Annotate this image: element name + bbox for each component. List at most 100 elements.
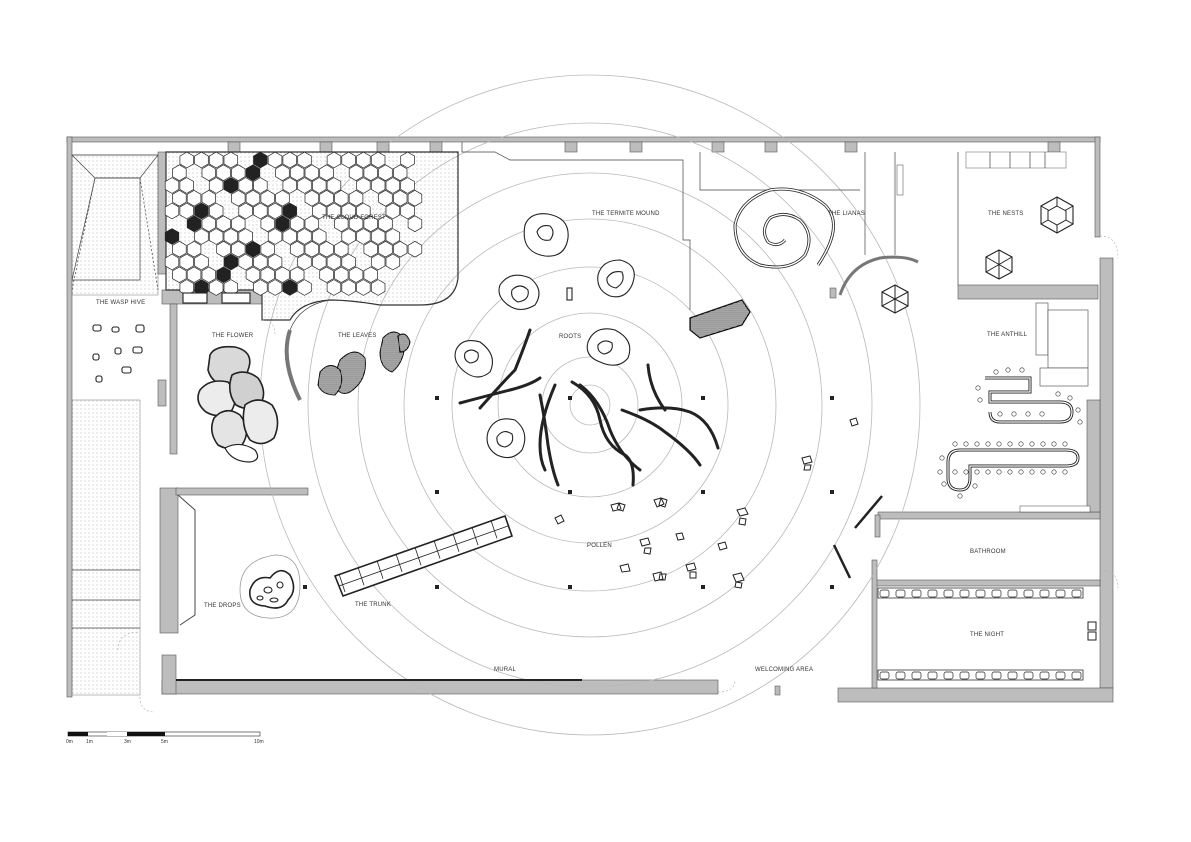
- cloud-hex-tile: [194, 151, 209, 169]
- nest-hexagon: [881, 284, 909, 314]
- anthill-seat: [1029, 441, 1035, 447]
- room-label-termite-mound: THE TERMITE MOUND: [592, 211, 660, 217]
- cloud-hex-tile: [223, 177, 239, 194]
- cloud-hex-tile: [326, 279, 342, 296]
- cloud-hex-tile: [312, 253, 327, 271]
- room-label-roots: ROOTS: [559, 334, 581, 340]
- cloud-hex-tile: [378, 240, 393, 258]
- cloud-hex-tile: [245, 266, 261, 284]
- cloud-hex-tile: [245, 189, 261, 207]
- cloud-hex-tile: [208, 279, 224, 296]
- cloud-hex-tile: [312, 228, 327, 245]
- scale-label: 0m: [66, 739, 73, 745]
- lianas-area: [733, 164, 919, 299]
- cloud-hex-tile: [172, 266, 187, 284]
- cloud-hex-tile: [370, 253, 386, 271]
- anthill-seat: [1051, 469, 1057, 475]
- cloud-hex-tile: [334, 189, 349, 207]
- room-label-leaves: THE LEAVES: [338, 333, 377, 339]
- cloud-hex-tile: [260, 189, 275, 207]
- night-bed-pod: [975, 589, 986, 598]
- cloud-hex-tile: [201, 215, 216, 233]
- cloud-hex-tile: [297, 279, 312, 296]
- cloud-hex-tile: [341, 228, 356, 245]
- anthill-seat: [1077, 419, 1083, 425]
- cloud-hex-tile: [260, 240, 275, 258]
- cloud-hex-tile: [297, 228, 312, 245]
- room-label-trunk: THE TRUNK: [355, 602, 391, 608]
- cloud-hex-tile: [297, 151, 312, 169]
- cloud-hex-tile: [194, 228, 209, 245]
- cloud-hex-tile: [267, 228, 283, 245]
- scale-label: 10m: [254, 739, 264, 745]
- termite-mound-walls: [461, 142, 896, 310]
- cloud-hex-tile: [194, 202, 209, 220]
- cloud-hex-tile: [253, 177, 268, 194]
- night-bed-pod: [1023, 671, 1034, 680]
- termite-platform: [689, 299, 751, 339]
- trunk-segment: [357, 567, 365, 586]
- night-bed-pod: [1007, 671, 1018, 680]
- night-bed-pod: [991, 671, 1002, 680]
- night-bed-pod: [911, 671, 922, 680]
- cloud-hex-tile: [393, 164, 408, 182]
- anthill-seat: [1011, 411, 1017, 417]
- cloud-hex-tile: [282, 279, 297, 296]
- cloud-hex-tile: [267, 151, 283, 169]
- cloud-hex-tile: [407, 240, 423, 258]
- trunk-segment: [338, 573, 346, 593]
- trunk-segment: [452, 533, 460, 552]
- cloud-hex-tile: [238, 202, 253, 220]
- cloud-hex-tile: [282, 177, 297, 194]
- cloud-hex-tile: [319, 240, 334, 258]
- cloud-hex-tile: [348, 215, 364, 233]
- cloud-hex-tile: [179, 177, 194, 194]
- cloud-hex-tile: [216, 240, 231, 258]
- cloud-hex-tile: [275, 189, 290, 207]
- cloud-hex-tile: [400, 151, 415, 169]
- room-label-flower: THE FLOWER: [212, 333, 254, 339]
- cloud-hex-tile: [326, 202, 342, 220]
- anthill-seat: [1029, 469, 1035, 475]
- columns: [303, 396, 834, 589]
- night-bed-pod: [1071, 671, 1082, 680]
- room-label-welcoming-area: WELCOMING AREA: [755, 667, 813, 673]
- cloud-hex-tile: [172, 240, 187, 258]
- cloud-hex-tile: [208, 151, 224, 169]
- cloud-hex-tile: [370, 279, 386, 296]
- cloud-hex-tile: [201, 164, 216, 182]
- cloud-hex-tile: [312, 177, 327, 194]
- anthill-seat: [1040, 441, 1046, 447]
- anthill-seat: [937, 469, 943, 475]
- pollen-pods: [554, 417, 859, 589]
- cloud-hex-tile: [378, 164, 393, 182]
- anthill-seat: [963, 441, 969, 447]
- anthill-seat: [1007, 441, 1013, 447]
- cloud-hex-tile: [223, 228, 239, 245]
- anthill-seat: [996, 469, 1002, 475]
- cloud-hex-tile: [245, 240, 261, 258]
- night-bed-pod: [927, 589, 938, 598]
- cloud-hex-tile: [348, 189, 364, 207]
- cloud-hex-tile: [326, 177, 342, 194]
- cloud-hex-tile: [334, 240, 349, 258]
- cloud-hex-tile: [348, 266, 364, 284]
- cloud-hex-tile: [363, 215, 378, 233]
- cloud-hex-tile: [260, 215, 275, 233]
- trunk-segment: [376, 560, 384, 579]
- cloud-hex-tile: [282, 228, 297, 245]
- cloud-hex-tile: [253, 253, 268, 271]
- cloud-hex-tile: [253, 279, 268, 296]
- cloud-hex-tile: [179, 253, 194, 271]
- cloud-hex-tile: [245, 164, 261, 182]
- cloud-hex-tile: [304, 215, 320, 233]
- anthill-seat: [985, 469, 991, 475]
- cloud-hex-tile: [407, 215, 423, 233]
- night-bed-pod: [1007, 589, 1018, 598]
- cloud-hex-tile: [223, 253, 239, 271]
- trunk-segment: [471, 526, 479, 546]
- cloud-hex-tile: [319, 189, 334, 207]
- cloud-hex-tile: [304, 189, 320, 207]
- cloud-hex-tile: [201, 266, 216, 284]
- partition-line: [854, 495, 883, 529]
